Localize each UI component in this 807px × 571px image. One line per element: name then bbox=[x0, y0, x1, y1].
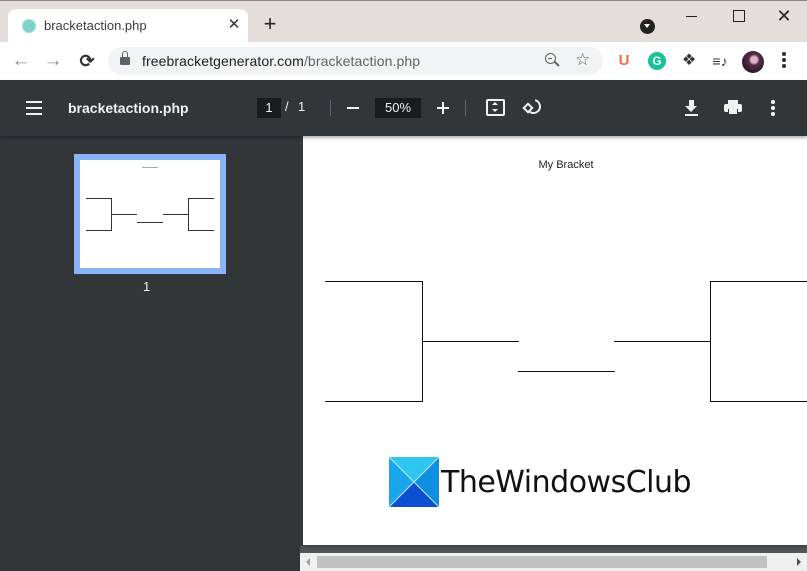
tab-search-icon[interactable] bbox=[640, 19, 655, 34]
bracket-line bbox=[710, 401, 807, 402]
browser-tab[interactable]: bracketaction.php ✕ bbox=[8, 9, 248, 43]
zoom-in-button[interactable] bbox=[433, 98, 453, 118]
page-number-input[interactable]: 1 bbox=[257, 98, 281, 118]
thumbnail-page-number: 1 bbox=[143, 279, 151, 294]
thumbnail-page-preview bbox=[80, 160, 220, 268]
pdf-viewer-area[interactable]: My Bracket TheWindowsC bbox=[300, 136, 807, 571]
zoom-out-magnifier-icon[interactable] bbox=[545, 53, 561, 69]
toolbar-divider bbox=[465, 100, 466, 116]
page-separator: / bbox=[285, 99, 289, 114]
watermark-text: TheWindowsClub bbox=[441, 464, 692, 500]
thumbnail-sidebar: 1 bbox=[0, 136, 300, 571]
scroll-right-arrow-icon[interactable] bbox=[797, 558, 801, 566]
window-close-button[interactable]: ✕ bbox=[776, 6, 792, 26]
sidebar-menu-icon[interactable] bbox=[26, 101, 42, 115]
download-icon[interactable] bbox=[684, 98, 702, 118]
media-control-icon[interactable]: ≡♪ bbox=[712, 53, 728, 69]
lock-icon[interactable] bbox=[120, 51, 130, 65]
tab-favicon-icon bbox=[22, 19, 36, 33]
profile-avatar[interactable] bbox=[742, 51, 764, 73]
window-minimize-button[interactable] bbox=[678, 5, 708, 27]
bracket-line bbox=[422, 341, 519, 342]
bracket-title: My Bracket bbox=[538, 159, 594, 171]
pdf-page: My Bracket TheWindowsC bbox=[303, 136, 807, 545]
bracket-line bbox=[325, 401, 422, 402]
fit-to-page-icon[interactable] bbox=[486, 99, 505, 116]
bracket-line bbox=[614, 341, 711, 342]
extensions-puzzle-icon[interactable]: ❖ bbox=[681, 52, 697, 69]
thewindowsclub-logo-icon bbox=[389, 457, 439, 507]
scrollbar-thumb[interactable] bbox=[317, 556, 767, 568]
bracket-line bbox=[710, 281, 807, 282]
chrome-menu-icon[interactable] bbox=[777, 51, 791, 71]
pdf-title: bracketaction.php bbox=[68, 100, 189, 116]
tab-title: bracketaction.php bbox=[44, 18, 147, 33]
zoom-level-input[interactable]: 50% bbox=[375, 98, 421, 118]
pdf-more-options-icon[interactable] bbox=[766, 99, 780, 117]
forward-arrow-icon[interactable]: → bbox=[43, 50, 63, 71]
scroll-left-arrow-icon[interactable] bbox=[306, 558, 310, 566]
window-maximize-button[interactable] bbox=[723, 5, 753, 27]
reload-icon[interactable]: ⟳ bbox=[79, 51, 95, 71]
bracket-line bbox=[710, 281, 711, 402]
tab-close-icon[interactable]: ✕ bbox=[227, 16, 241, 33]
browser-title-bar: bracketaction.php ✕ + ✕ bbox=[0, 0, 807, 43]
u-extension-icon[interactable]: U bbox=[618, 52, 630, 69]
toolbar-divider bbox=[330, 100, 331, 116]
bracket-line bbox=[325, 281, 422, 282]
new-tab-button[interactable]: + bbox=[263, 11, 277, 36]
browser-toolbar: ← → ⟳ freebracketgenerator.com/bracketac… bbox=[0, 42, 807, 80]
horizontal-scrollbar[interactable] bbox=[300, 553, 807, 571]
print-icon[interactable] bbox=[724, 98, 742, 118]
back-arrow-icon[interactable]: ← bbox=[11, 50, 31, 71]
url-text[interactable]: freebracketgenerator.com/bracketaction.p… bbox=[142, 53, 421, 69]
watermark: TheWindowsClub bbox=[389, 457, 692, 507]
grammarly-icon[interactable]: G bbox=[648, 52, 666, 70]
bracket-line bbox=[518, 371, 615, 372]
page-thumbnail[interactable] bbox=[74, 154, 226, 274]
rotate-counterclockwise-icon[interactable] bbox=[522, 96, 544, 118]
page-total: 1 bbox=[298, 99, 306, 114]
pdf-toolbar: bracketaction.php 1 / 1 50% bbox=[0, 80, 807, 136]
zoom-out-button[interactable] bbox=[343, 98, 363, 118]
address-bar[interactable]: freebracketgenerator.com/bracketaction.p… bbox=[108, 47, 603, 75]
bookmark-star-icon[interactable]: ☆ bbox=[575, 50, 591, 69]
